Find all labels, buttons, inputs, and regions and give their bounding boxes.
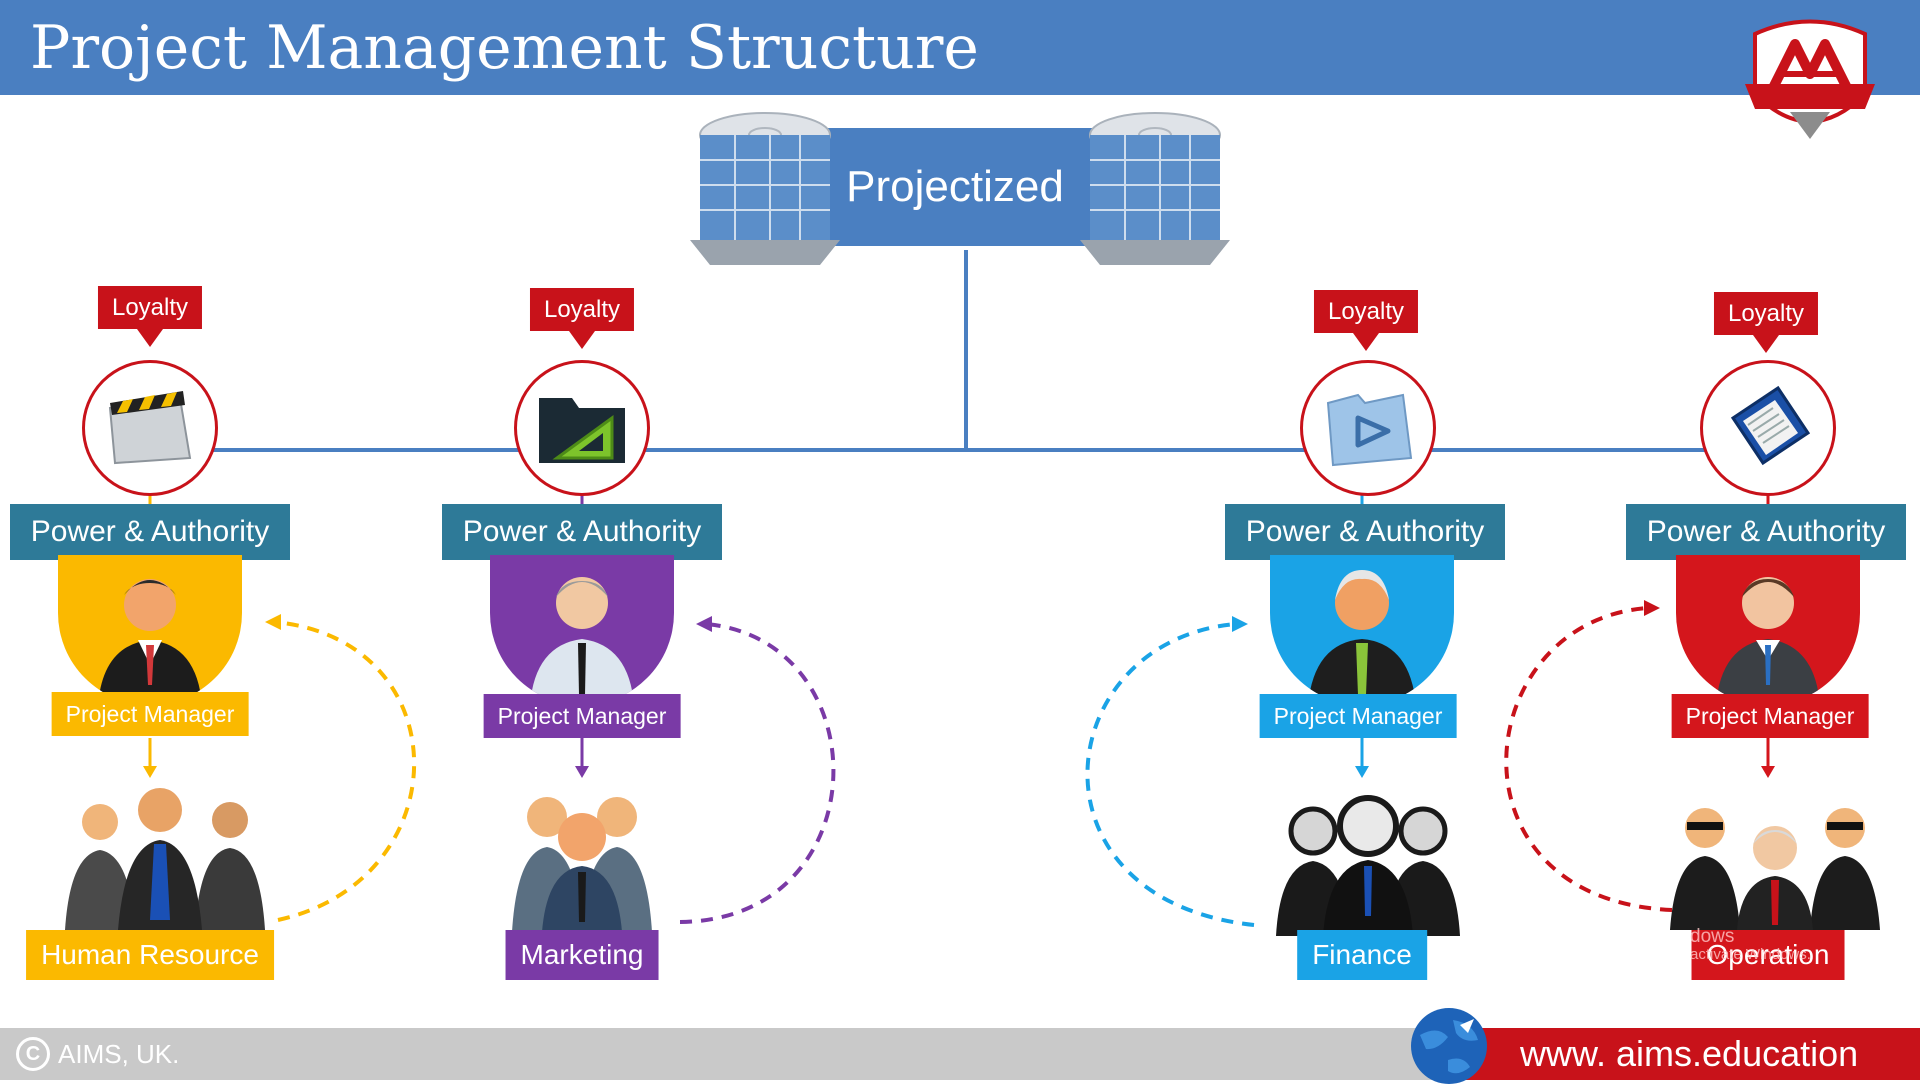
manager-person-icon bbox=[530, 577, 634, 705]
project-manager-label-finance: Project Manager bbox=[1259, 694, 1457, 738]
website-link[interactable]: www. aims.education bbox=[1520, 1033, 1859, 1074]
project-manager-label-marketing: Project Manager bbox=[483, 694, 681, 738]
loyalty-arrow-finance bbox=[1353, 333, 1379, 351]
feedback-loop-hr bbox=[265, 614, 416, 922]
feedback-loop-finance bbox=[1085, 616, 1255, 927]
loyalty-arrow-hr bbox=[137, 329, 163, 347]
power-authority-box-hr: Power & Authority bbox=[10, 504, 290, 560]
manager-person-icon bbox=[98, 579, 202, 705]
team-label-marketing: Marketing bbox=[505, 930, 659, 980]
dept-ring-finance bbox=[1300, 360, 1436, 496]
operation-team-icon bbox=[1670, 808, 1880, 930]
windows-watermark: dows activate Windows. bbox=[1690, 926, 1811, 964]
aims-crest-logo bbox=[1745, 19, 1875, 139]
arrow-down-finance bbox=[1355, 738, 1369, 778]
dept-ring-operation bbox=[1700, 360, 1836, 496]
page-title: Project Management Structure bbox=[30, 13, 979, 83]
documents-folder-icon bbox=[1730, 385, 1811, 466]
dept-ring-hr bbox=[82, 360, 218, 496]
copyright: C AIMS, UK. bbox=[16, 1033, 179, 1075]
project-manager-avatar-hr bbox=[58, 555, 242, 705]
url-bar bbox=[1450, 1028, 1920, 1080]
power-authority-box-marketing: Power & Authority bbox=[442, 504, 722, 560]
feedback-loop-operation bbox=[1504, 600, 1673, 912]
loyalty-badge-marketing: Loyalty bbox=[529, 288, 635, 331]
copyright-text: AIMS, UK. bbox=[58, 1038, 180, 1069]
manager-person-icon bbox=[1716, 577, 1820, 705]
marketing-team-icon bbox=[512, 797, 652, 932]
manager-person-icon bbox=[1308, 570, 1416, 705]
arrow-down-operation bbox=[1761, 738, 1775, 778]
finance-team-icon bbox=[1276, 795, 1460, 936]
project-manager-label-hr: Project Manager bbox=[51, 692, 249, 736]
project-manager-avatar-marketing bbox=[490, 555, 674, 705]
project-manager-label-operation: Project Manager bbox=[1671, 694, 1869, 738]
header-bar bbox=[0, 0, 1920, 95]
office-building-left-icon bbox=[690, 112, 840, 265]
power-authority-box-operation: Power & Authority bbox=[1626, 504, 1906, 560]
project-manager-avatar-operation bbox=[1676, 555, 1860, 705]
clapper-folder-icon bbox=[108, 391, 192, 465]
office-building-right-icon bbox=[1080, 112, 1230, 265]
loyalty-badge-operation: Loyalty bbox=[1713, 292, 1819, 335]
feedback-loop-marketing bbox=[679, 616, 836, 924]
watermark-line-1: dows bbox=[1690, 926, 1735, 947]
loyalty-arrow-marketing bbox=[569, 331, 595, 349]
root-node-label: Projectized bbox=[846, 162, 1064, 211]
arrow-down-hr bbox=[143, 738, 157, 778]
team-label-finance: Finance bbox=[1297, 930, 1427, 980]
play-folder-icon bbox=[1326, 393, 1413, 467]
dept-ring-marketing bbox=[514, 360, 650, 496]
project-manager-avatar-finance bbox=[1270, 555, 1454, 705]
human-resource-team-icon bbox=[65, 788, 265, 930]
set-square-folder-icon bbox=[539, 398, 625, 463]
power-authority-box-finance: Power & Authority bbox=[1225, 504, 1505, 560]
root-node-box: Projectized bbox=[805, 128, 1105, 246]
loyalty-arrow-operation bbox=[1753, 335, 1779, 353]
loyalty-badge-hr: Loyalty bbox=[97, 286, 203, 329]
team-label-operation: Operation bbox=[1691, 930, 1845, 980]
globe-icon bbox=[1411, 1008, 1487, 1084]
watermark-line-2: activate Windows. bbox=[1690, 946, 1811, 963]
arrow-down-marketing bbox=[575, 738, 589, 778]
copyright-icon: C bbox=[16, 1037, 50, 1071]
team-label-human-resource: Human Resource bbox=[26, 930, 274, 980]
loyalty-badge-finance: Loyalty bbox=[1313, 290, 1419, 333]
